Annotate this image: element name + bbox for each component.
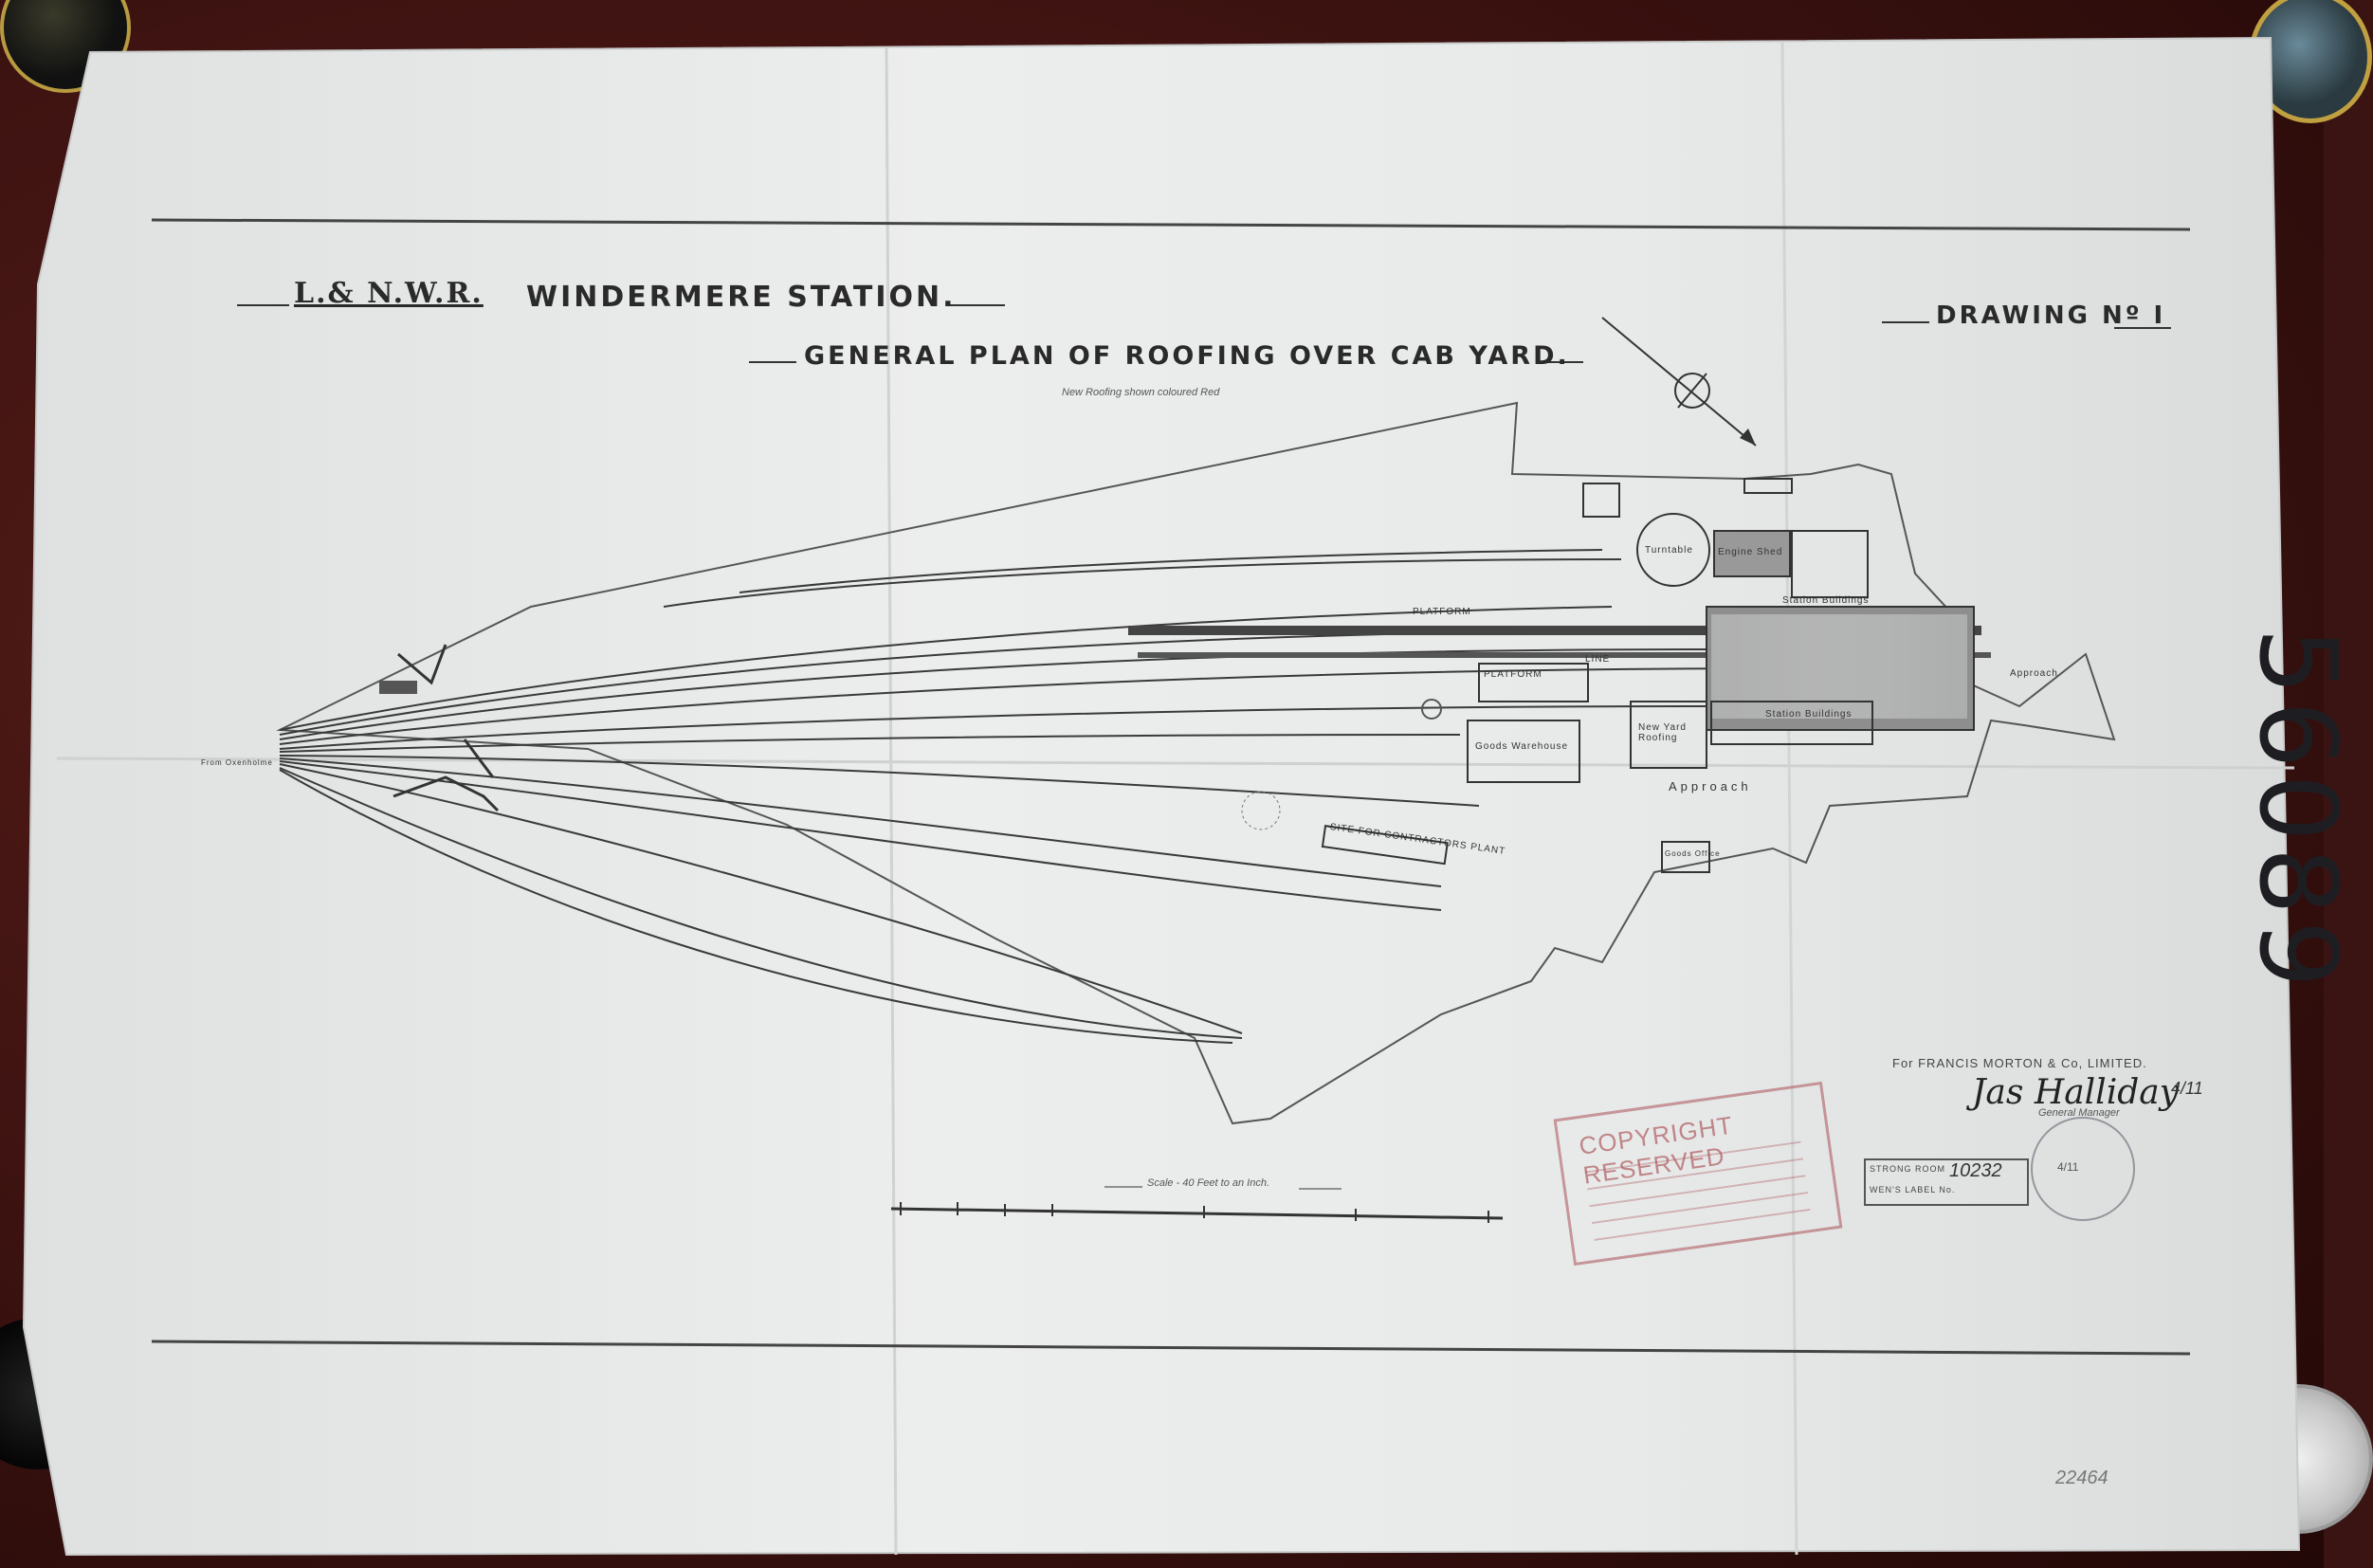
signature: Jas Halliday — [1972, 1073, 2180, 1112]
date-stamp: 4/11 — [2031, 1117, 2135, 1221]
scale-label: Scale - 40 Feet to an Inch. — [1147, 1177, 1270, 1189]
label-goods-office: Goods Office — [1665, 849, 1721, 858]
strongroom-line-1: STRONG ROOM — [1870, 1164, 1945, 1174]
signature-date: 4/11 — [2171, 1079, 2203, 1098]
label-goods-warehouse: Goods Warehouse — [1475, 741, 1569, 752]
maker-company: For FRANCIS MORTON & Co, LIMITED. — [1892, 1056, 2147, 1070]
label-station-buildings-lower: Station Buildings — [1765, 709, 1853, 720]
station-title: WINDERMERE STATION. — [526, 281, 957, 314]
label-approach-lower: Approach — [1669, 779, 1752, 793]
plan-subtitle: New Roofing shown coloured Red — [1062, 387, 1220, 398]
plan-title: GENERAL PLAN OF ROOFING OVER CAB YARD. — [804, 341, 1570, 371]
label-approach-right: Approach — [2010, 668, 2058, 679]
catalogue-number: 22464 — [2055, 1468, 2108, 1488]
label-platform-lower: PLATFORM — [1484, 669, 1542, 680]
date-stamp-text: 4/11 — [2057, 1160, 2079, 1174]
strongroom-line-2: WEN'S LABEL No. — [1870, 1185, 1956, 1194]
label-engine-shed: Engine Shed — [1718, 547, 1783, 557]
signatory-role: General Manager — [2038, 1107, 2120, 1119]
label-station-buildings-upper: Station Buildings — [1782, 595, 1870, 606]
label-turntable: Turntable — [1645, 545, 1693, 556]
label-line: LINE — [1585, 654, 1611, 665]
drawing-sheet — [22, 36, 2301, 1557]
strongroom-number: 10232 — [1949, 1160, 2002, 1181]
strongroom-label: STRONG ROOM WEN'S LABEL No. 10232 — [1864, 1158, 2029, 1206]
company-title: L.& N.W.R. — [294, 277, 484, 310]
drawing-number: DRAWING Nº I — [1936, 301, 2166, 330]
label-new-yard-roofing: New Yard Roofing — [1638, 722, 1687, 743]
reference-number: 56089 — [2236, 627, 2360, 994]
label-platform-upper: PLATFORM — [1413, 607, 1471, 617]
label-from-oxenholme: From Oxenholme — [201, 758, 273, 767]
